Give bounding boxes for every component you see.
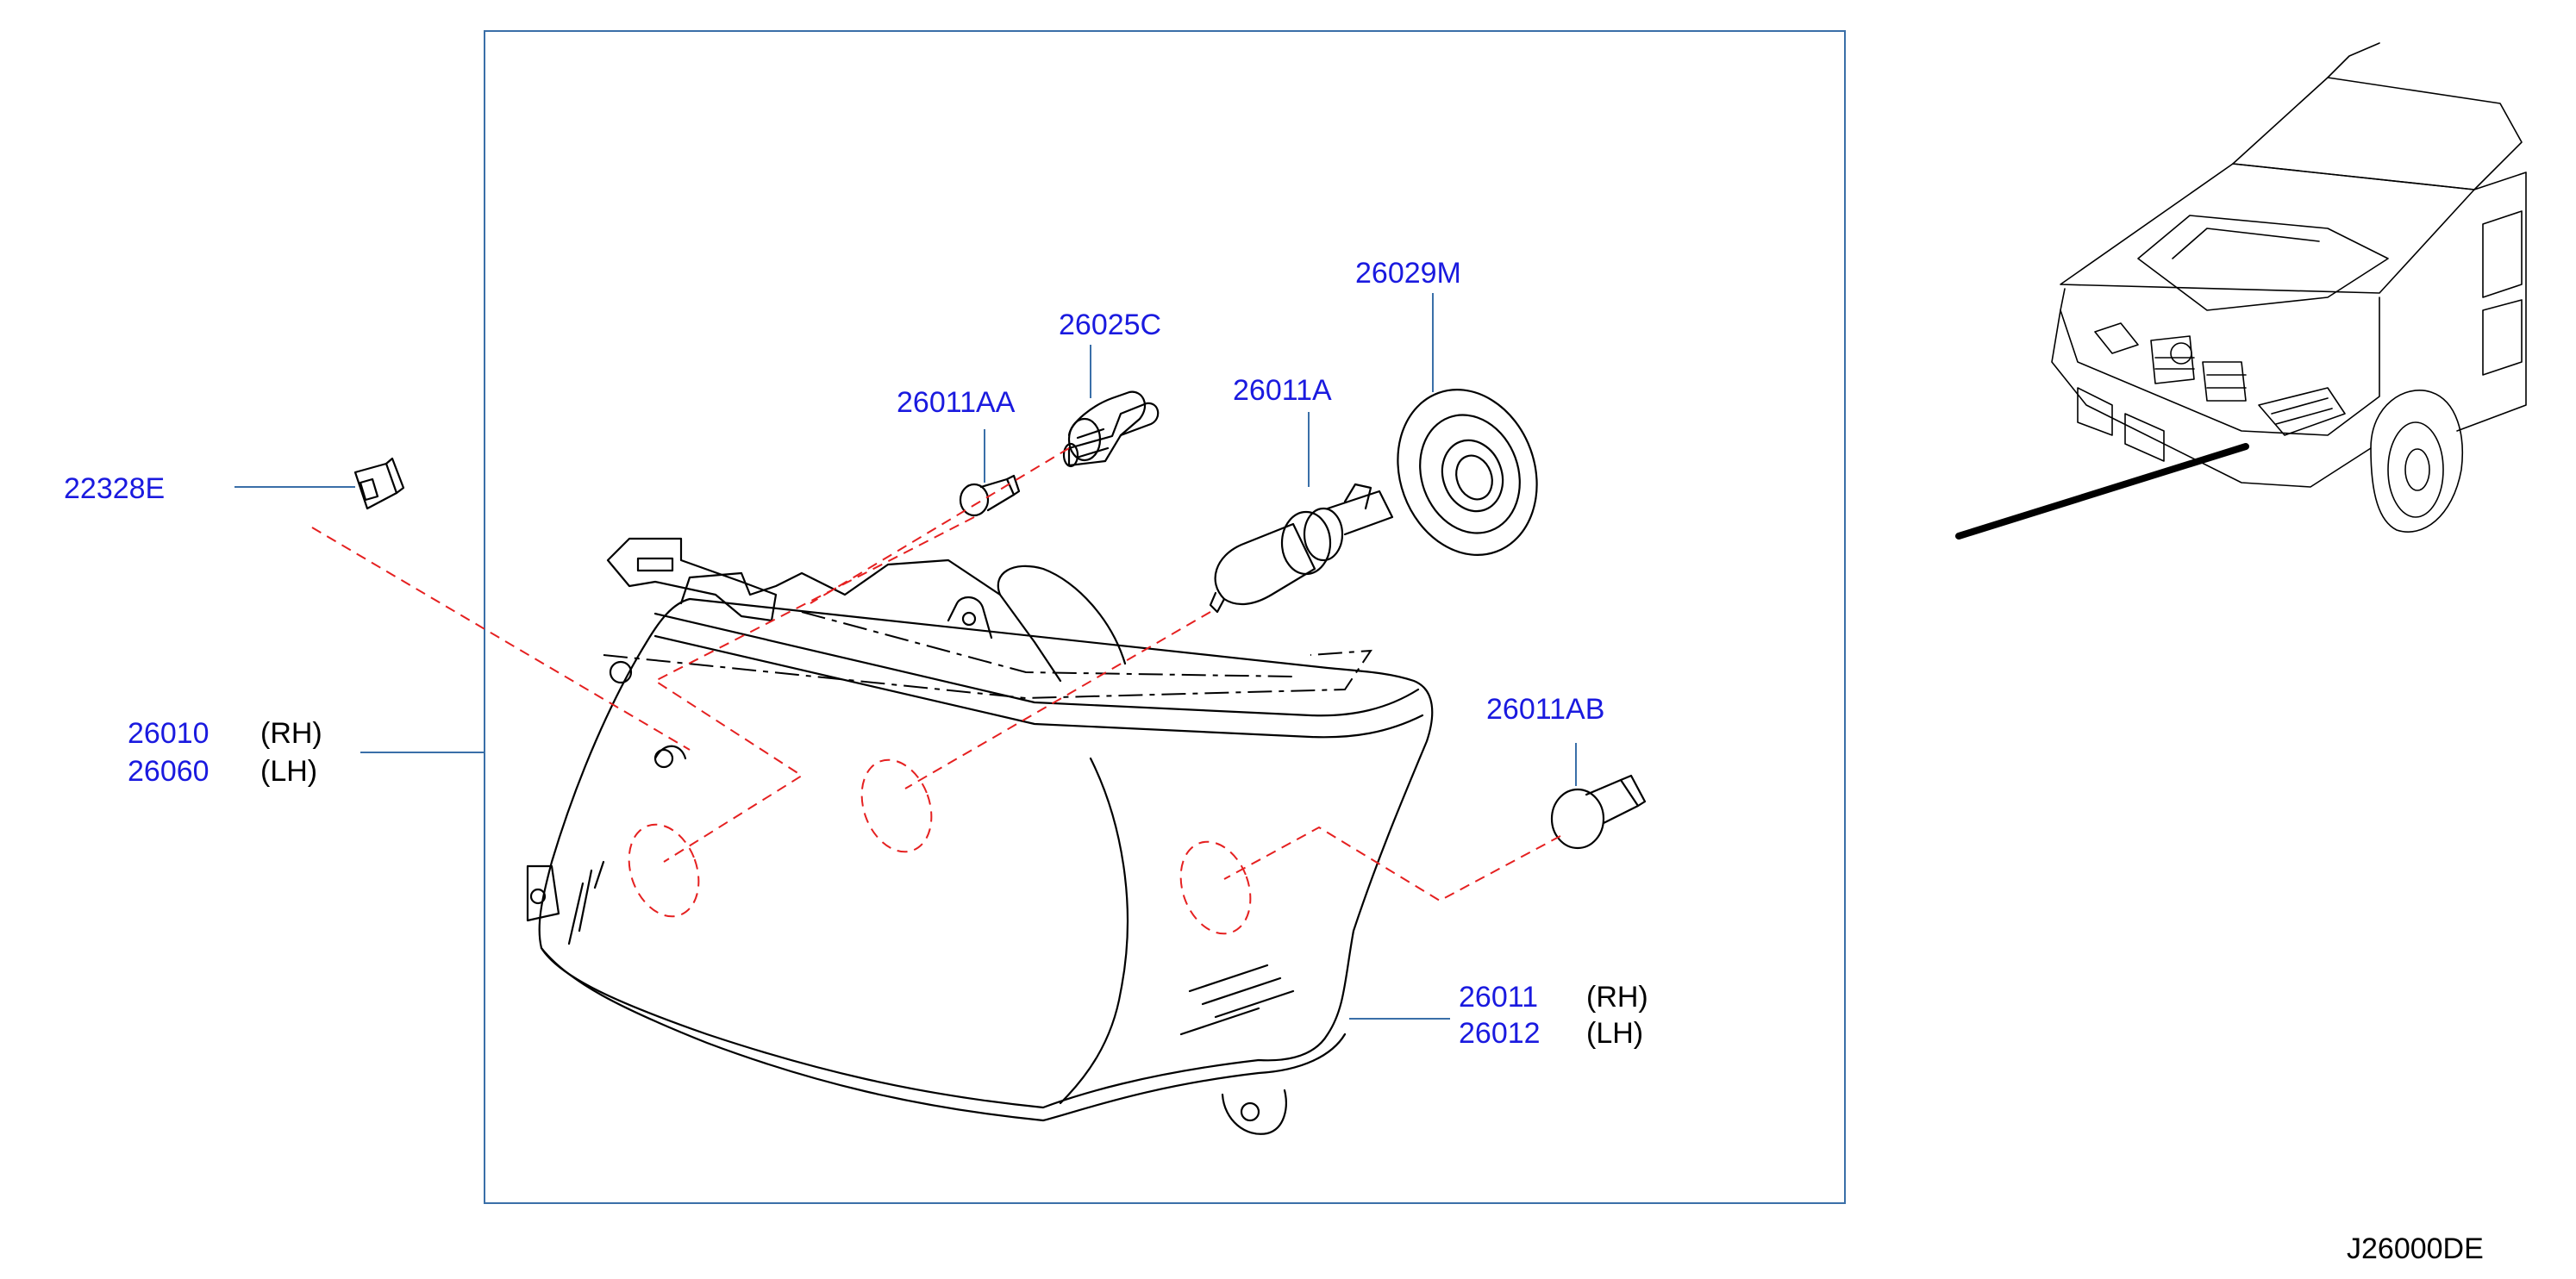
part-number-26011: 26011 — [1459, 981, 1538, 1014]
leader-lines — [234, 293, 1577, 1020]
headlamp-assembly-drawing — [526, 537, 1434, 1135]
side-lh-26060: (LH) — [260, 755, 317, 788]
bulb-icon — [1209, 483, 1394, 614]
clip-icon — [353, 457, 405, 510]
hidden-line — [603, 611, 1372, 700]
dust-cap-icon — [1397, 389, 1538, 556]
part-number-22328e: 22328E — [64, 472, 165, 505]
side-rh-26011: (RH) — [1586, 981, 1648, 1014]
connection-lines — [311, 447, 1561, 935]
bulb-icon — [1550, 774, 1647, 850]
part-number-26011ab: 26011AB — [1486, 693, 1604, 726]
part-number-26029m: 26029M — [1355, 257, 1461, 290]
side-lh-26012: (LH) — [1586, 1017, 1643, 1050]
part-labels: 22328E 26010 (RH) 26060 (LH) 26011AA 260… — [64, 257, 1648, 1050]
part-number-26060: 26060 — [128, 755, 209, 788]
assembly-frame — [484, 30, 1846, 1204]
side-rh-26010: (RH) — [260, 717, 322, 750]
locator-arrow — [1955, 443, 2249, 540]
diagram-code: J26000DE — [2347, 1232, 2484, 1265]
bulb-icon — [959, 474, 1021, 517]
part-number-26012: 26012 — [1459, 1017, 1541, 1050]
part-number-26011a: 26011A — [1233, 374, 1332, 407]
vehicle-locator-icon — [1955, 42, 2527, 540]
socket-icon — [1062, 390, 1160, 468]
part-number-26010: 26010 — [128, 717, 209, 750]
part-number-26011aa: 26011AA — [897, 386, 1016, 419]
part-number-26025c: 26025C — [1059, 309, 1161, 341]
